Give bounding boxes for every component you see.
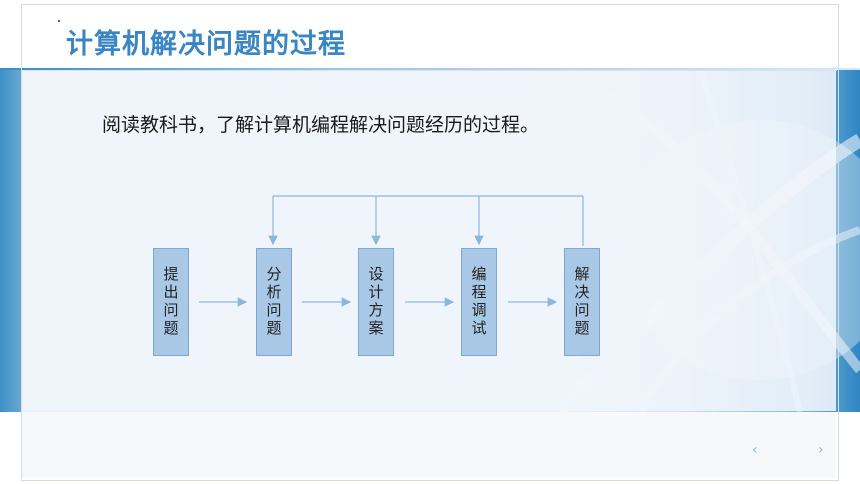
slide-footer-area [22, 412, 836, 478]
flow-step-3: 设计方案 [358, 248, 394, 356]
flow-step-5: 解决问题 [564, 248, 600, 356]
slide-header-area [21, 4, 837, 71]
header-rule [0, 68, 860, 70]
flow-step-label: 编程调试 [469, 266, 488, 338]
flow-step-1: 提出问题 [153, 248, 189, 356]
slide-title: 计算机解决问题的过程 [66, 29, 346, 60]
flow-step-label: 设计方案 [366, 266, 385, 338]
title-marker [58, 20, 60, 22]
slide-frame [21, 4, 839, 481]
flow-step-4: 编程调试 [461, 248, 497, 356]
flow-step-2: 分析问题 [256, 248, 292, 356]
flow-step-label: 解决问题 [572, 266, 591, 338]
flow-step-label: 分析问题 [264, 266, 283, 338]
intro-text: 阅读教科书，了解计算机编程解决问题经历的过程。 [102, 114, 540, 136]
next-slide-button[interactable]: › [818, 442, 824, 458]
flow-step-label: 提出问题 [161, 266, 180, 338]
prev-slide-button[interactable]: ‹ [752, 442, 758, 458]
